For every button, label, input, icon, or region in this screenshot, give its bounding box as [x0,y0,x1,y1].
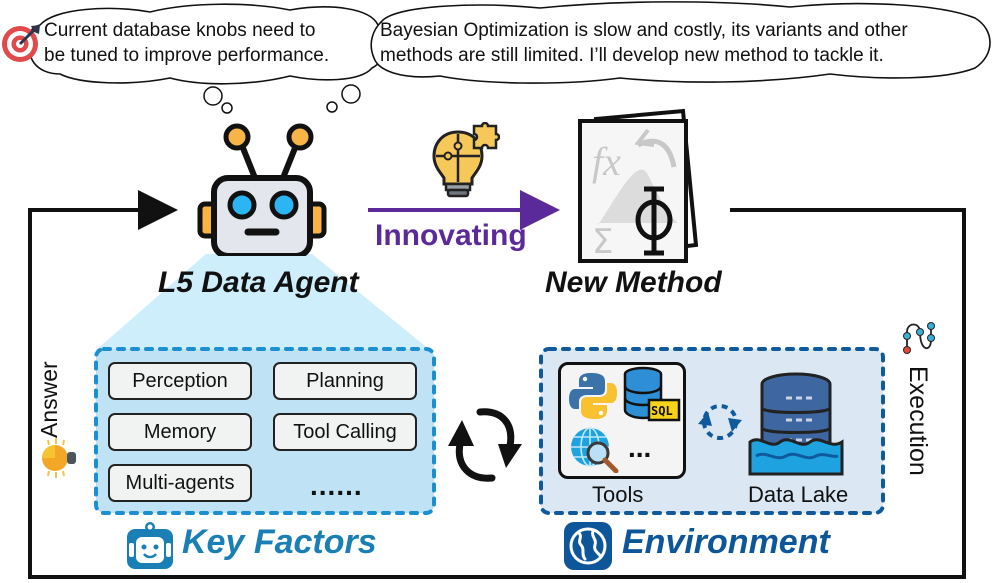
execution-label: Execution [904,366,932,476]
puzzle-lightbulb-icon [432,122,500,198]
lightbulb-icon [42,438,76,478]
factor-planning: Planning [273,362,417,400]
innovating-label: Innovating [375,219,527,252]
web-search-icon [571,427,619,473]
globe-badge-icon [564,522,612,570]
robot-icon [197,123,327,256]
key-factors-title: Key Factors [182,523,377,561]
target-icon [2,25,40,62]
factor-tool-calling: Tool Calling [273,413,417,451]
svg-text:fx: fx [592,139,621,184]
sync-cycle-icon [698,404,742,440]
cycle-arrows-icon [448,408,522,482]
workflow-icon [903,322,935,354]
thought-bubble-right [370,1,991,84]
feedback-loop-line [28,190,966,579]
thought-bubble-left [28,3,388,85]
thought-left-line2: be tuned to improve performance. [44,45,330,66]
environment-title: Environment [622,523,830,561]
svg-text:Σ: Σ [592,222,613,262]
method-title: New Method [545,266,722,299]
factor-memory: Memory [108,413,252,451]
sql-database-icon: SQL [623,366,681,422]
tools-label: Tools [592,482,644,507]
factor-multi-agents: Multi-agents [108,464,252,502]
tools-more-ellipsis: ... [628,432,652,463]
python-icon [569,373,617,419]
answer-label: Answer [36,361,62,438]
formula-document-icon: fx Σ [578,108,698,263]
thought-right-line1: Bayesian Optimization is slow and costly… [380,20,908,41]
factors-more-ellipsis: ...... [310,470,363,501]
thought-bubbles [28,1,991,114]
robot-badge-icon [127,522,173,569]
svg-text:SQL: SQL [651,404,673,418]
thought-right-line2: methods are still limited. I’ll develop … [380,45,884,66]
factor-perception: Perception [108,362,252,400]
agent-scope-projection [96,254,430,350]
agent-title: L5 Data Agent [158,266,359,299]
data-lake-icon [748,372,844,476]
thought-left-line1: Current database knobs need to [44,20,316,41]
data-lake-label: Data Lake [748,482,849,507]
